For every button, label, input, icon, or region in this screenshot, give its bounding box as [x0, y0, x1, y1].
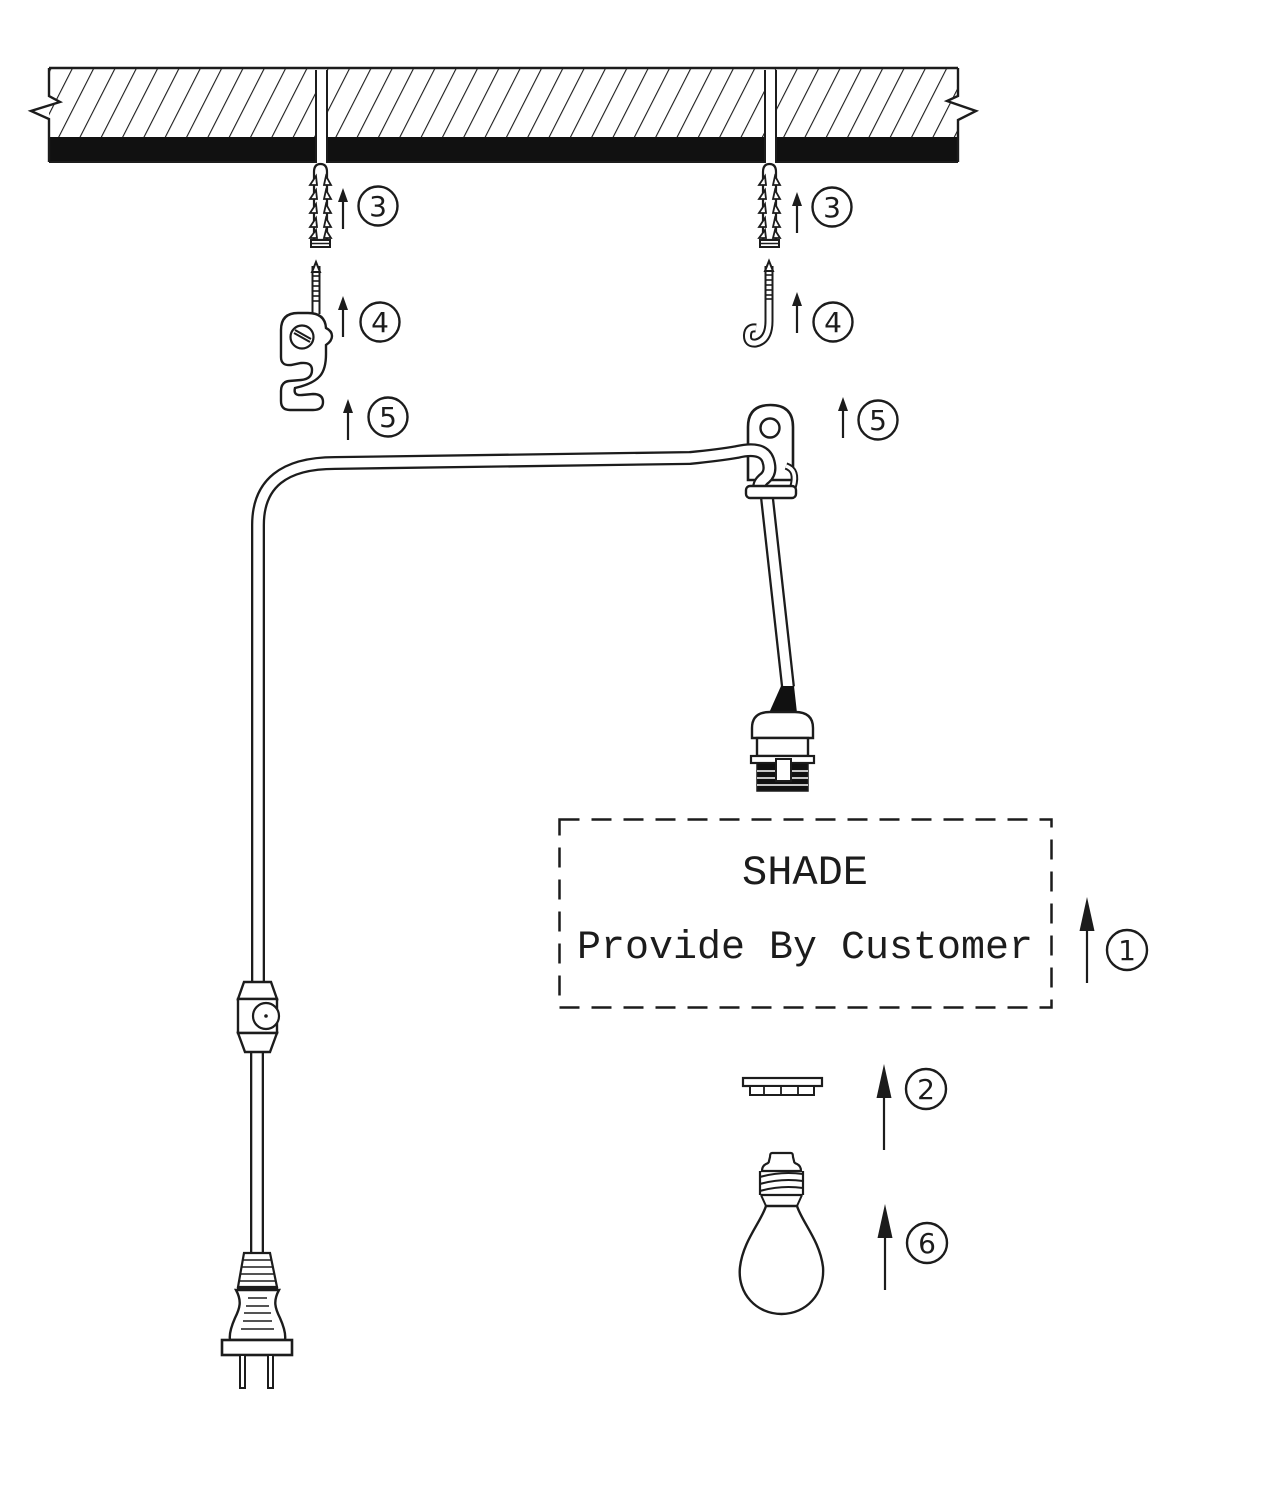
step-6-label: 6 [918, 1227, 936, 1260]
arrow-step3-right-icon [790, 190, 804, 235]
shade-box-title: SHADE [742, 849, 868, 897]
inline-switch [236, 980, 281, 1054]
step-numbers: 3 3 4 4 5 5 1 2 6 [369, 190, 1136, 1260]
wall-anchor-right-icon [757, 162, 782, 249]
bulb-cap [760, 1151, 803, 1173]
step-4-badge [359, 301, 401, 343]
arrow-step5-left-icon [341, 397, 355, 442]
plug-prong [267, 1354, 274, 1389]
socket-threads [756, 758, 809, 792]
arrow-step6-icon [876, 1202, 894, 1292]
bulb-threads [758, 1171, 805, 1207]
step-4-badge [812, 301, 854, 343]
arrow-step4-left-icon [336, 294, 350, 339]
step-5-label: 5 [379, 401, 397, 434]
step-5-label: 5 [869, 404, 887, 437]
screw-tip [310, 259, 322, 273]
arrow-step3-left-icon [336, 186, 350, 231]
socket-cap [750, 710, 815, 740]
step-4-label: 4 [824, 306, 842, 339]
plug-face [220, 1338, 294, 1357]
arrow-step1-icon [1078, 895, 1096, 985]
break-symbol-right [943, 68, 980, 162]
ceiling-cross-section [27, 66, 980, 164]
step-2-badge [904, 1067, 948, 1111]
power-cord [250, 403, 799, 1254]
swag-hook-bracket [279, 259, 334, 412]
lamp-socket [749, 686, 816, 792]
step-6-badge [905, 1221, 949, 1265]
arrow-step4-right-icon [790, 290, 804, 335]
step-4-label: 4 [371, 306, 389, 339]
break-symbol-left [27, 68, 64, 162]
shade-box: SHADE Provide By Customer [558, 818, 1053, 1009]
bracket-hook-bar [744, 484, 798, 500]
step-3-badge [357, 185, 399, 227]
wall-anchor-left-icon [308, 162, 333, 249]
cup-hook [742, 258, 775, 348]
step-3-label: 3 [823, 191, 841, 224]
arrow-step2-icon [875, 1062, 893, 1152]
bulb-glass [738, 1204, 825, 1316]
socket-body [755, 736, 810, 758]
drill-hole-right [764, 70, 777, 164]
screw-tip [763, 258, 775, 272]
hanging-bracket [746, 403, 795, 482]
cord-grip [769, 686, 797, 713]
power-plug [220, 1251, 294, 1389]
step-3-badge [811, 186, 853, 228]
drill-hole-left [315, 70, 328, 164]
shade-box-subtitle: Provide By Customer [577, 926, 1033, 971]
step-1-badge [1105, 928, 1149, 972]
step-5-badge [857, 399, 899, 441]
step-callouts [357, 185, 1149, 1265]
step-5-badge [367, 396, 409, 438]
step-2-label: 2 [917, 1073, 935, 1106]
shade-ring [741, 1076, 824, 1096]
plug-prong [239, 1354, 246, 1389]
light-bulb [738, 1151, 825, 1316]
step-3-label: 3 [369, 190, 387, 223]
arrow-step5-right-icon [836, 395, 850, 440]
step-1-label: 1 [1118, 934, 1136, 967]
